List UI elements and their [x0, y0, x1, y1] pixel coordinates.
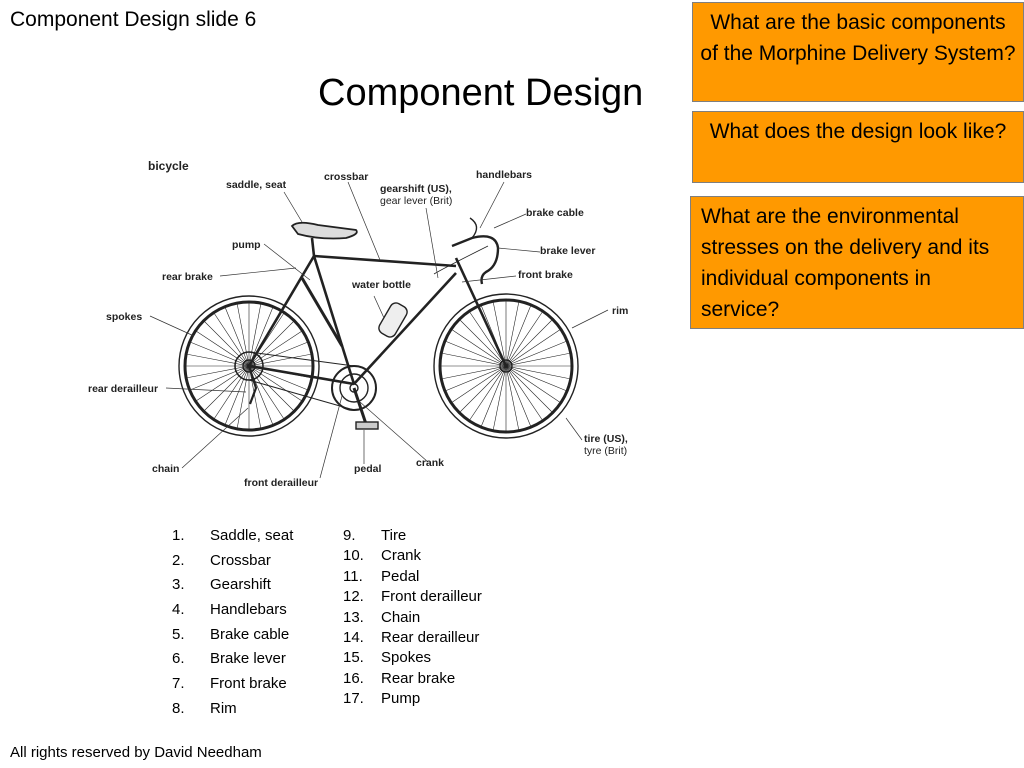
list-item: 12.Front derailleur [343, 588, 482, 606]
label-tyre: tyre (Brit) [584, 445, 627, 457]
front-wheel [433, 293, 579, 439]
footer-copyright: All rights reserved by David Needham [10, 744, 262, 761]
list-item: 17.Pump [343, 690, 421, 708]
list-item: 11.Pedal [343, 567, 420, 585]
label-brake-lever: brake lever [540, 245, 595, 257]
list-item: 3.Gearshift [172, 576, 271, 594]
component-list-right: 9.Tire 10.Crank 11.Pedal 12.Front derail… [343, 527, 482, 711]
list-item: 2.Crossbar [172, 551, 271, 569]
list-item: 4.Handlebars [172, 601, 287, 619]
label-pump: pump [232, 239, 261, 251]
water-bottle [378, 302, 408, 338]
page-title: Component Design [318, 72, 644, 114]
pedal [355, 421, 379, 430]
label-handlebars: handlebars [476, 169, 532, 181]
label-saddle: saddle, seat [226, 179, 287, 191]
list-item: 10.Crank [343, 547, 422, 565]
label-chain: chain [152, 463, 179, 475]
question-box-components: What are the basic components of the Mor… [692, 2, 1024, 102]
label-rear-brake: rear brake [162, 271, 213, 283]
saddle [290, 221, 358, 240]
list-item: 1.Saddle, seat [172, 527, 294, 544]
list-item: 6.Brake lever [172, 650, 286, 668]
label-rear-derailleur: rear derailleur [88, 383, 158, 395]
list-item: 16.Rear brake [343, 669, 456, 687]
label-front-derailleur: front derailleur [244, 477, 318, 489]
list-item: 15.Spokes [343, 649, 432, 667]
label-crank: crank [416, 457, 444, 469]
slide-label: Component Design slide 6 [10, 8, 257, 31]
list-item: 7.Front brake [172, 675, 287, 693]
label-water-bottle: water bottle [351, 279, 411, 291]
component-list-left: 1.Saddle, seat 2.Crossbar 3.Gearshift 4.… [172, 527, 293, 725]
label-spokes: spokes [106, 311, 142, 323]
rear-wheel [178, 295, 320, 437]
label-crossbar: crossbar [324, 171, 368, 183]
label-pedal: pedal [354, 463, 382, 475]
label-front-brake: front brake [518, 269, 573, 281]
question-box-stresses: What are the environmental stresses on t… [690, 196, 1024, 329]
question-box-design: What does the design look like? [692, 111, 1024, 183]
label-brake-cable: brake cable [526, 207, 584, 219]
label-gearlever: gear lever (Brit) [380, 195, 452, 207]
label-gearshift: gearshift (US), [380, 183, 452, 195]
list-item: 8.Rim [172, 699, 237, 717]
label-tire: tire (US), [584, 433, 628, 445]
list-item: 9.Tire [343, 527, 407, 544]
label-rim: rim [612, 305, 628, 317]
list-item: 13.Chain [343, 608, 421, 626]
list-item: 14.Rear derailleur [343, 628, 480, 646]
handlebars [451, 235, 500, 285]
figure-heading: bicycle [148, 159, 189, 173]
bicycle-diagram: bicycle saddle, seat crossbar gearshift … [88, 159, 628, 489]
list-item: 5.Brake cable [172, 625, 290, 643]
